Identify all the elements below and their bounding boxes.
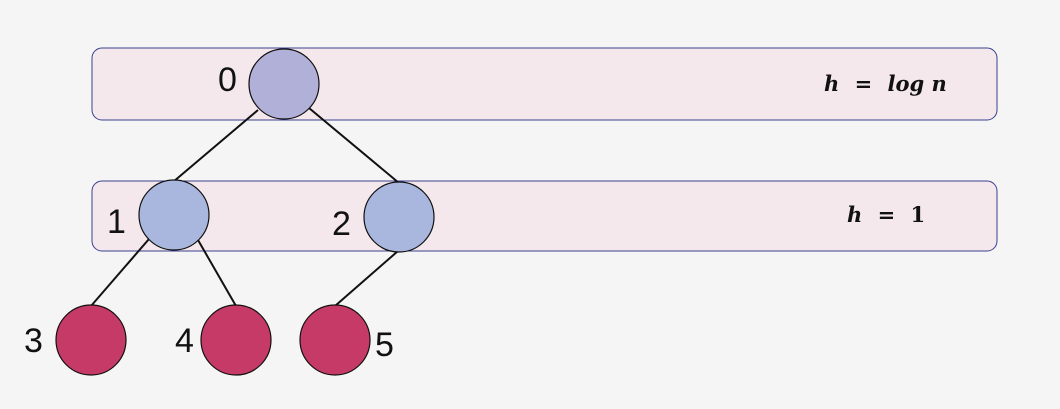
height-equation-second: h = 1 <box>847 202 925 227</box>
node-label-1: 1 <box>107 203 126 241</box>
height-equation-top: h = log n <box>824 71 947 96</box>
tree-node-4 <box>200 304 272 376</box>
tree-node-3 <box>55 304 127 376</box>
tree-node-1 <box>138 179 210 251</box>
eq-second-var: h <box>847 202 862 227</box>
node-label-2: 2 <box>332 205 351 243</box>
level-band-top <box>91 47 998 121</box>
eq-top-var: h <box>824 71 839 96</box>
eq-top-rhs: log n <box>888 71 947 96</box>
tree-node-5 <box>299 304 371 376</box>
tree-node-2 <box>363 181 435 253</box>
eq-second-rhs: 1 <box>911 202 926 227</box>
node-label-4: 4 <box>175 322 194 360</box>
edge-1-4 <box>197 239 237 307</box>
eq-top-op: = <box>855 71 873 96</box>
level-band-second <box>91 180 998 252</box>
tree-node-0 <box>248 48 320 120</box>
eq-second-op: = <box>878 202 896 227</box>
edge-0-1 <box>172 109 259 183</box>
edge-0-2 <box>308 107 400 184</box>
node-label-5: 5 <box>375 326 394 364</box>
edge-1-3 <box>90 238 150 307</box>
node-label-3: 3 <box>24 322 43 360</box>
node-label-0: 0 <box>218 61 237 99</box>
edge-2-5 <box>334 250 399 307</box>
